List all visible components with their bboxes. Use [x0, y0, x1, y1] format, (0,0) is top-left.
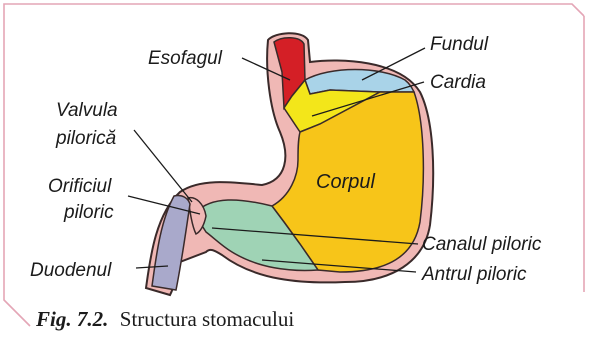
label-valvula-line2: pilorică — [55, 128, 116, 149]
leader-valvula — [134, 130, 192, 202]
label-cardia: Cardia — [430, 72, 486, 93]
label-orificiul-line2: piloric — [63, 202, 114, 223]
label-valvula-line1: Valvula — [56, 100, 118, 121]
caption-figure-number: Fig. 7.2. — [35, 307, 108, 331]
label-fundul: Fundul — [430, 34, 489, 55]
figure-caption: Fig. 7.2. Structura stomacului — [35, 307, 294, 331]
label-antrul: Antrul piloric — [421, 264, 527, 285]
label-canalul: Canalul piloric — [422, 234, 542, 255]
label-corpul: Corpul — [316, 171, 375, 193]
label-orificiul-line1: Orificiul — [48, 176, 112, 197]
label-duodenul: Duodenul — [30, 260, 112, 281]
caption-text: Structura stomacului — [120, 307, 295, 331]
label-esofagul: Esofagul — [148, 48, 223, 69]
